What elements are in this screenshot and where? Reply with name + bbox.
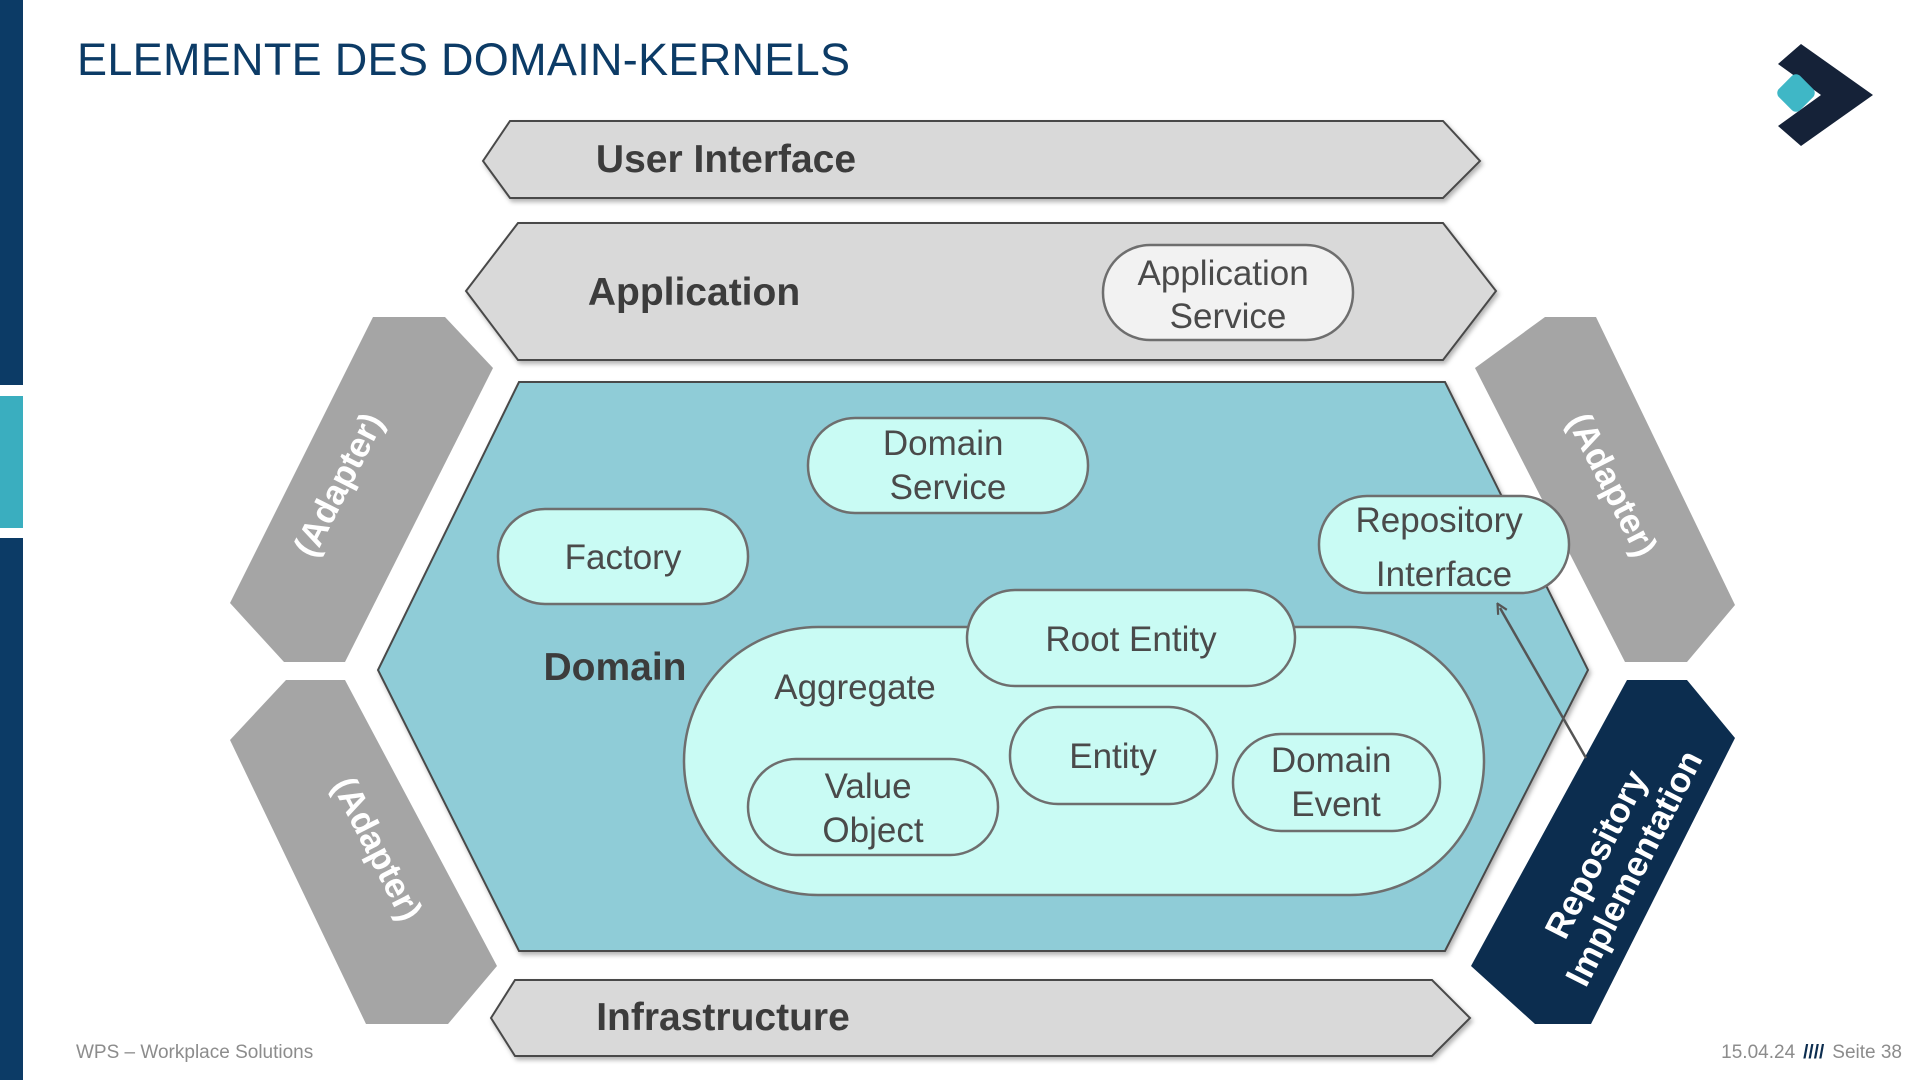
domain-service-line2: Service xyxy=(890,468,1007,507)
domain-event-line1: Domain xyxy=(1271,741,1392,780)
accent-bar-bottom xyxy=(0,538,23,1080)
infrastructure-label: Infrastructure xyxy=(596,996,850,1039)
page-title: ELEMENTE DES DOMAIN-KERNELS xyxy=(77,34,851,85)
user-interface-label: User Interface xyxy=(596,138,856,181)
entity-text: Entity xyxy=(1069,737,1157,776)
footer-separator: //// xyxy=(1803,1042,1825,1063)
footer-company: WPS – Workplace Solutions xyxy=(76,1042,314,1063)
repository-interface-line2: Interface xyxy=(1376,555,1512,594)
entity-box xyxy=(1008,705,1219,806)
application-service-text: Application Service xyxy=(1138,254,1319,336)
user-interface-layer xyxy=(481,120,1482,199)
accent-bar-top xyxy=(0,0,23,385)
infrastructure-layer xyxy=(489,979,1472,1057)
application-service-line1: Application xyxy=(1138,254,1309,293)
value-object-text: Value Object xyxy=(822,767,923,850)
repository-implementation-adapter xyxy=(1471,680,1735,1024)
footer-page-number: Seite 38 xyxy=(1832,1042,1902,1063)
application-service-line2: Service xyxy=(1170,297,1287,336)
domain-event-text: Domain Event xyxy=(1271,741,1401,824)
wps-logo-icon xyxy=(1777,44,1873,146)
footer-date: 15.04.24 xyxy=(1721,1042,1796,1063)
root-entity-box xyxy=(965,588,1297,688)
root-entity-text: Root Entity xyxy=(1045,620,1217,659)
domain-event-line2: Event xyxy=(1291,785,1381,824)
adapter-bottom-left xyxy=(230,680,497,1024)
adapter-top-right xyxy=(1475,317,1735,662)
accent-bar-middle xyxy=(0,396,23,528)
domain-service-text: Domain Service xyxy=(883,424,1013,507)
aggregate-label: Aggregate xyxy=(774,668,936,707)
repository-interface-box xyxy=(1317,494,1571,595)
adapter-top-left xyxy=(230,317,493,662)
application-service-box xyxy=(1101,243,1355,342)
domain-label: Domain xyxy=(543,646,686,689)
value-object-line2: Object xyxy=(822,811,923,850)
application-label: Application xyxy=(588,271,800,314)
domain-event-box xyxy=(1231,732,1442,833)
repository-interface-line1: Repository xyxy=(1355,501,1523,540)
factory-box xyxy=(496,507,750,606)
value-object-line1: Value xyxy=(825,767,912,806)
repository-interface-text: Repository Interface xyxy=(1355,501,1532,594)
domain-service-line1: Domain xyxy=(883,424,1004,463)
factory-text: Factory xyxy=(565,538,682,577)
implements-arrow xyxy=(1500,608,1588,759)
value-object-box xyxy=(746,757,1000,857)
footer-info: 15.04.24 //// Seite 38 xyxy=(1721,1042,1902,1064)
domain-service-box xyxy=(806,416,1090,515)
